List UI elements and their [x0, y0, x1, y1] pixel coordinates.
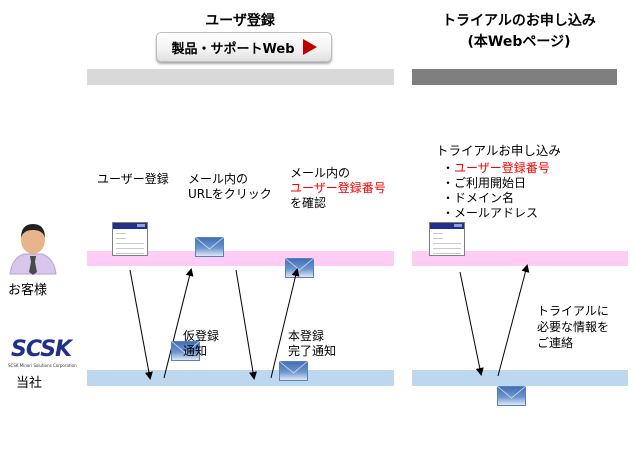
arrow-contact-up — [497, 264, 530, 377]
arrow-temp-notice-up — [163, 268, 194, 379]
contact-line2: 必要な情報を — [537, 320, 610, 334]
customer-lane-left — [87, 251, 394, 266]
scsk-logo: SCSK — [11, 337, 72, 362]
customer-lane-right — [412, 251, 628, 266]
trial-form-icon — [429, 222, 465, 256]
trial-item-start-date: ・ご利用開始日 — [442, 176, 527, 190]
mail-icon — [195, 237, 224, 257]
contact-line3: ご連絡 — [537, 336, 574, 350]
arrow-trial-down — [459, 271, 484, 376]
user-registration-title: ユーザ登録 — [205, 13, 275, 29]
product-support-web-button[interactable]: 製品・サポートWeb — [156, 32, 332, 62]
play-arrow-icon — [302, 39, 317, 55]
step-confirm-line3: を確認 — [290, 196, 327, 210]
contact-line1: トライアルに — [537, 304, 609, 318]
customer-label: お客様 — [8, 283, 48, 298]
arrow-final-notice-up — [270, 268, 300, 379]
trial-item-email: ・メールアドレス — [442, 206, 539, 220]
right-section-bar — [412, 69, 617, 85]
arrow-register-down — [129, 269, 153, 380]
left-section-bar — [87, 69, 394, 85]
final-notice-line2: 完了通知 — [288, 344, 337, 358]
step-click-url-line1: メール内の — [188, 172, 249, 186]
final-notice-line1: 本登録 — [288, 329, 325, 343]
arrow-click-down — [235, 269, 257, 380]
step-user-registration: ユーザー登録 — [97, 172, 169, 186]
trial-application-subtitle: (本Webページ) — [467, 34, 571, 50]
trial-item-registration-number: ・ユーザー登録番号 — [442, 161, 550, 175]
temp-notice-line2: 通知 — [183, 344, 208, 358]
step-confirm-line1: メール内の — [290, 166, 351, 180]
company-lane-left — [87, 370, 394, 386]
step-confirm-registration-number: ユーザー登録番号 — [290, 181, 386, 195]
company-label: 当社 — [16, 376, 43, 391]
contact-mail-icon — [497, 386, 526, 406]
temp-notice-line1: 仮登録 — [183, 329, 220, 343]
step-click-url-line2: URLをクリック — [188, 187, 272, 201]
final-notice-mail-icon — [279, 361, 308, 381]
trial-item-domain: ・ドメイン名 — [442, 191, 515, 205]
registration-form-icon — [112, 222, 148, 256]
scsk-logo-subtitle: SCSK Minori Solutions Corporation — [8, 363, 77, 368]
trial-heading: トライアルお申し込み — [436, 143, 561, 158]
button-label: 製品・サポートWeb — [171, 41, 295, 57]
company-lane-right — [412, 370, 628, 386]
customer-person-icon — [8, 218, 58, 278]
temp-notice-mail-icon — [171, 341, 200, 361]
trial-application-title: トライアルのお申し込み — [442, 13, 596, 29]
